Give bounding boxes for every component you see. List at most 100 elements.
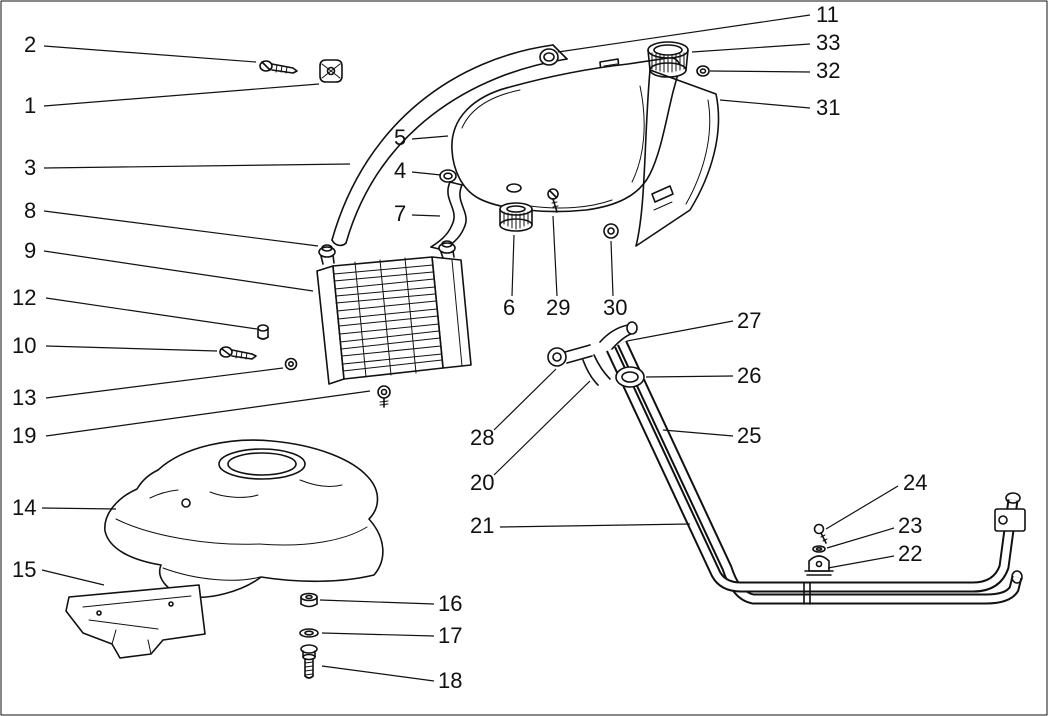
- callout-label-5: 5: [394, 125, 406, 150]
- screw-part-10: [219, 346, 257, 360]
- callout-label-9: 9: [24, 238, 36, 263]
- leader-line-33: [691, 43, 811, 53]
- callout-label-7: 7: [394, 201, 406, 226]
- tank-cover-part-14: [104, 439, 384, 599]
- washer-part-23: [812, 545, 826, 553]
- clamp-part-26: [615, 366, 645, 388]
- coolant-pipes-part-21-25: [606, 340, 1023, 605]
- leader-line-26: [645, 375, 734, 378]
- leader-line-23: [826, 527, 895, 549]
- pipe-fitting-group: [547, 321, 645, 388]
- callout-label-4: 4: [394, 158, 406, 183]
- callout-label-32: 32: [816, 58, 840, 83]
- callout-label-28: 28: [470, 425, 494, 450]
- leader-line-1: [43, 83, 320, 107]
- spacer-part-12: [257, 324, 269, 340]
- leader-line-7: [411, 214, 441, 217]
- leader-line-8: [43, 210, 319, 247]
- leader-line-31: [719, 99, 811, 109]
- callout-label-15: 15: [12, 557, 36, 582]
- clamp-part-22: [808, 555, 830, 572]
- callout-label-18: 18: [438, 668, 462, 693]
- leader-line-5: [411, 135, 449, 140]
- elbow-part-20: [582, 354, 611, 386]
- seal-ring-part-32: [696, 65, 710, 77]
- leader-line-29: [552, 215, 558, 297]
- grommet-part-1: [319, 59, 343, 83]
- callout-label-31: 31: [816, 95, 840, 120]
- screw-part-2: [259, 60, 298, 74]
- radiator-fitting-part-8: [318, 244, 336, 265]
- callout-label-29: 29: [546, 295, 570, 320]
- radiator-fitting-right: [438, 240, 456, 259]
- callout-label-19: 19: [12, 423, 36, 448]
- callout-label-11: 11: [816, 2, 839, 27]
- callout-label-12: 12: [12, 285, 36, 310]
- leader-line-6: [511, 234, 515, 297]
- callout-label-3: 3: [24, 155, 36, 180]
- callout-label-27: 27: [737, 308, 761, 333]
- callout-label-13: 13: [12, 385, 36, 410]
- callout-label-2: 2: [24, 32, 36, 57]
- leader-line-3: [43, 163, 351, 169]
- leader-line-25: [662, 429, 734, 437]
- leader-line-12: [45, 297, 258, 330]
- callout-label-14: 14: [12, 495, 36, 520]
- hose-clamp-part-11: [539, 48, 559, 66]
- leader-line-16: [319, 599, 435, 605]
- leader-line-28: [493, 368, 557, 431]
- radiator-part-9: [316, 256, 472, 385]
- expansion-tank-part-5: [451, 57, 681, 213]
- clamp-stack-parts-22-23-24: [804, 523, 834, 576]
- leader-line-24: [825, 485, 899, 530]
- leader-line-19: [45, 390, 371, 437]
- callout-label-10: 10: [12, 333, 36, 358]
- callout-label-23: 23: [898, 513, 922, 538]
- leader-line-15: [41, 569, 105, 586]
- callout-label-22: 22: [898, 541, 922, 566]
- leader-line-10: [45, 345, 218, 352]
- leader-line-27: [626, 320, 734, 342]
- callout-label-26: 26: [737, 363, 761, 388]
- bolt-part-18: [300, 644, 318, 679]
- leader-line-18: [321, 665, 435, 682]
- leader-line-14: [41, 507, 117, 510]
- callout-label-25: 25: [737, 423, 761, 448]
- drain-bolt-part-19: [377, 385, 391, 408]
- union-ring-part-4: [439, 169, 457, 183]
- leader-line-2: [43, 45, 257, 63]
- leader-line-32: [709, 70, 811, 73]
- leader-line-21: [499, 523, 691, 528]
- nut-part-16: [300, 592, 318, 608]
- callout-label-24: 24: [903, 470, 927, 495]
- nut-part-13: [284, 357, 298, 371]
- leader-line-30: [610, 240, 614, 297]
- leader-line-9: [43, 250, 314, 292]
- callout-label-20: 20: [470, 470, 494, 495]
- leader-line-22: [827, 555, 895, 569]
- leader-line-13: [45, 367, 284, 399]
- drain-ring-part-30: [603, 223, 619, 239]
- screw-part-29: [547, 188, 559, 213]
- callout-label-16: 16: [438, 591, 462, 616]
- leader-line-20: [493, 380, 591, 476]
- leader-line-17: [321, 632, 435, 637]
- screw-part-24: [813, 523, 825, 535]
- bracket-part-15: [65, 584, 206, 659]
- callout-label-21: 21: [470, 513, 494, 538]
- callout-label-17: 17: [438, 623, 462, 648]
- side-panel-part-31: [635, 69, 720, 247]
- plug-part-6: [499, 202, 533, 232]
- pipe-end-bracket: [994, 508, 1026, 532]
- ring-part-28: [547, 347, 567, 367]
- callout-label-33: 33: [816, 30, 840, 55]
- leader-line-4: [411, 171, 442, 176]
- washer-part-17: [299, 628, 319, 638]
- callout-label-6: 6: [503, 295, 515, 320]
- callout-label-30: 30: [603, 295, 627, 320]
- leader-line-11: [557, 14, 811, 53]
